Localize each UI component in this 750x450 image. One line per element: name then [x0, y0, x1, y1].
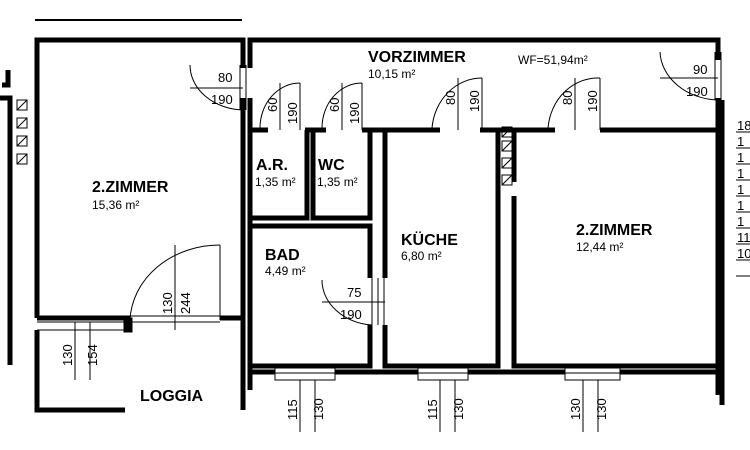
edge-label: 1 [737, 166, 744, 181]
door-height: 190 [340, 307, 362, 322]
door-height: 190 [585, 90, 600, 112]
windows-bottom [274, 365, 621, 432]
door-height: 244 [178, 292, 193, 314]
room-name-zimmer-right: 2.ZIMMER [576, 222, 653, 239]
room-name-wc: WC [318, 157, 345, 174]
window-height: 130 [594, 398, 609, 420]
room-area-bad: 4,49 m² [265, 264, 306, 278]
edge-label: 1 [737, 198, 744, 213]
door-width: 80 [560, 91, 575, 105]
room-name-kueche: KÜCHE [401, 230, 458, 249]
edge-label: 1 [737, 182, 744, 197]
room-name-vorzimmer: VORZIMMER [368, 49, 466, 66]
wall-fragment [0, 95, 13, 365]
edge-label: 1 [737, 214, 744, 229]
room-area-zimmer-right: 12,44 m² [576, 240, 623, 254]
window-height: 130 [311, 398, 326, 420]
window-width: 115 [425, 399, 440, 420]
edge-label: 11 [737, 230, 750, 245]
wall-zimmer-right [511, 130, 716, 369]
door-height: 190 [285, 102, 300, 124]
door-height: 190 [347, 102, 362, 124]
door-height: 190 [467, 90, 482, 112]
room-name-ar: A.R. [256, 157, 288, 174]
window-height: 130 [451, 398, 466, 420]
edge-label: 18 [737, 118, 750, 133]
bad-door [321, 278, 385, 326]
loggia-door [129, 244, 221, 330]
room-area-kueche: 6,80 m² [401, 249, 442, 263]
edge-label: 1 [737, 134, 744, 149]
door-width: 90 [693, 62, 707, 77]
room-area-wc: 1,35 m² [317, 175, 358, 189]
edge-labels: 18 1 1 1 1 1 1 11 10 [737, 118, 750, 261]
door-width: 75 [347, 285, 361, 300]
edge-label: 1 [737, 150, 744, 165]
wall-ar-wc [250, 130, 373, 221]
door-width: 130 [160, 292, 175, 314]
door-height: 190 [211, 92, 233, 107]
edge-label: 10 [737, 246, 750, 261]
wall-vorzimmer [247, 37, 721, 395]
wall-fragment [2, 70, 11, 88]
loggia-window [37, 317, 133, 380]
room-name-bad: BAD [265, 247, 300, 264]
room-area-zimmer-left: 15,36 m² [92, 198, 139, 212]
edge-lines [736, 131, 750, 277]
room-area-ar: 1,35 m² [255, 175, 296, 189]
window-width: 130 [568, 398, 583, 420]
total-area: WF=51,94m² [518, 53, 588, 67]
room-area-vorzimmer: 10,15 m² [368, 67, 415, 81]
window-width: 130 [60, 344, 75, 366]
window-height: 154 [85, 344, 100, 366]
wall-loggia [34, 330, 246, 413]
room-name-zimmer-left: 2.ZIMMER [92, 179, 169, 196]
door-width: 80 [443, 91, 458, 105]
room-name-loggia: LOGGIA [140, 388, 204, 405]
door-width: 60 [265, 98, 280, 112]
door-width: 80 [218, 70, 232, 85]
door-height: 190 [686, 84, 708, 99]
door-swings [189, 51, 722, 130]
wall-zimmer-left [34, 37, 246, 318]
window-width: 115 [285, 399, 300, 420]
door-width: 60 [327, 98, 342, 112]
